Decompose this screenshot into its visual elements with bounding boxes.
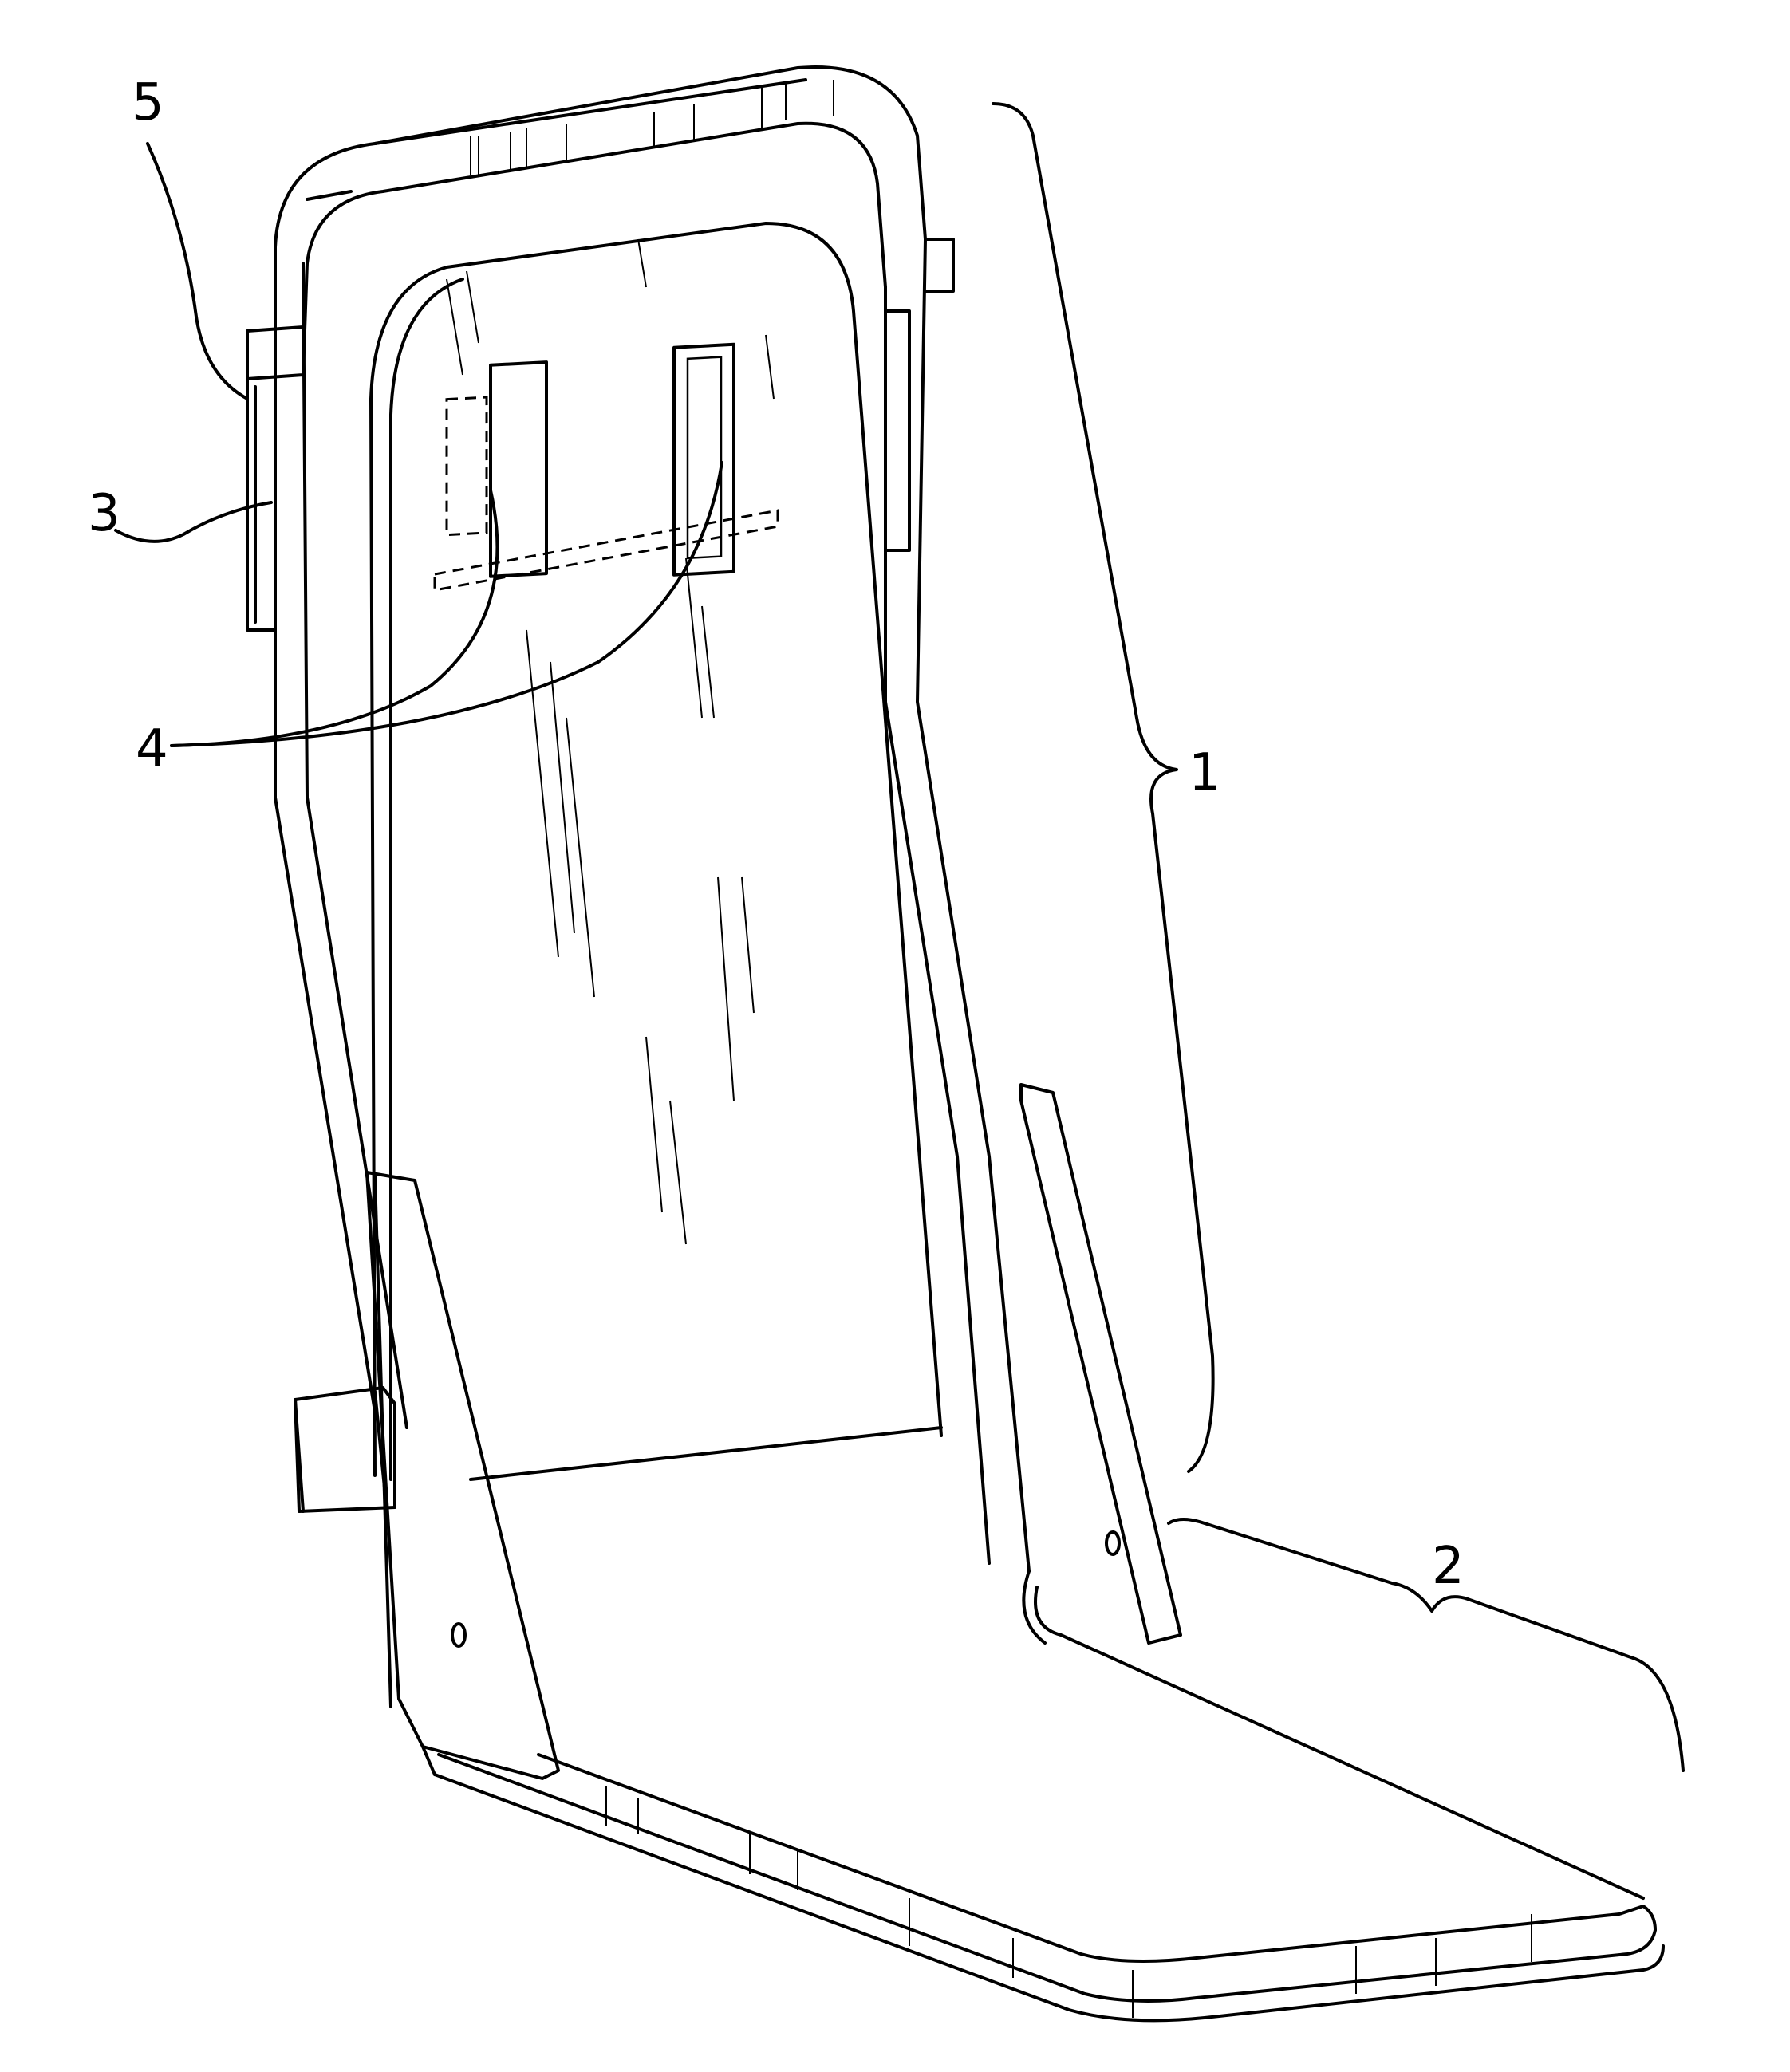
bracket-left: [365, 1171, 560, 1780]
label-backrest-frame-1: 1: [1189, 743, 1221, 802]
label-clip-5: 5: [132, 73, 164, 132]
backrest-panel: [369, 222, 943, 1481]
backrest-slots: [433, 342, 779, 592]
label-side-cover-3: 3: [88, 484, 120, 543]
brace-backrest: [992, 102, 1215, 1473]
backrest-frame: [274, 65, 1031, 1573]
label-seat-frame-2: 2: [1432, 1537, 1465, 1596]
leader-lines: [114, 142, 723, 747]
seat-frame: [421, 1570, 1665, 2023]
front-clip: [294, 1386, 396, 1513]
brace-seat: [1167, 1518, 1685, 1772]
side-cover-right: [884, 238, 955, 552]
bracket-right: [1019, 1083, 1182, 1645]
label-slots-4: 4: [136, 719, 168, 778]
